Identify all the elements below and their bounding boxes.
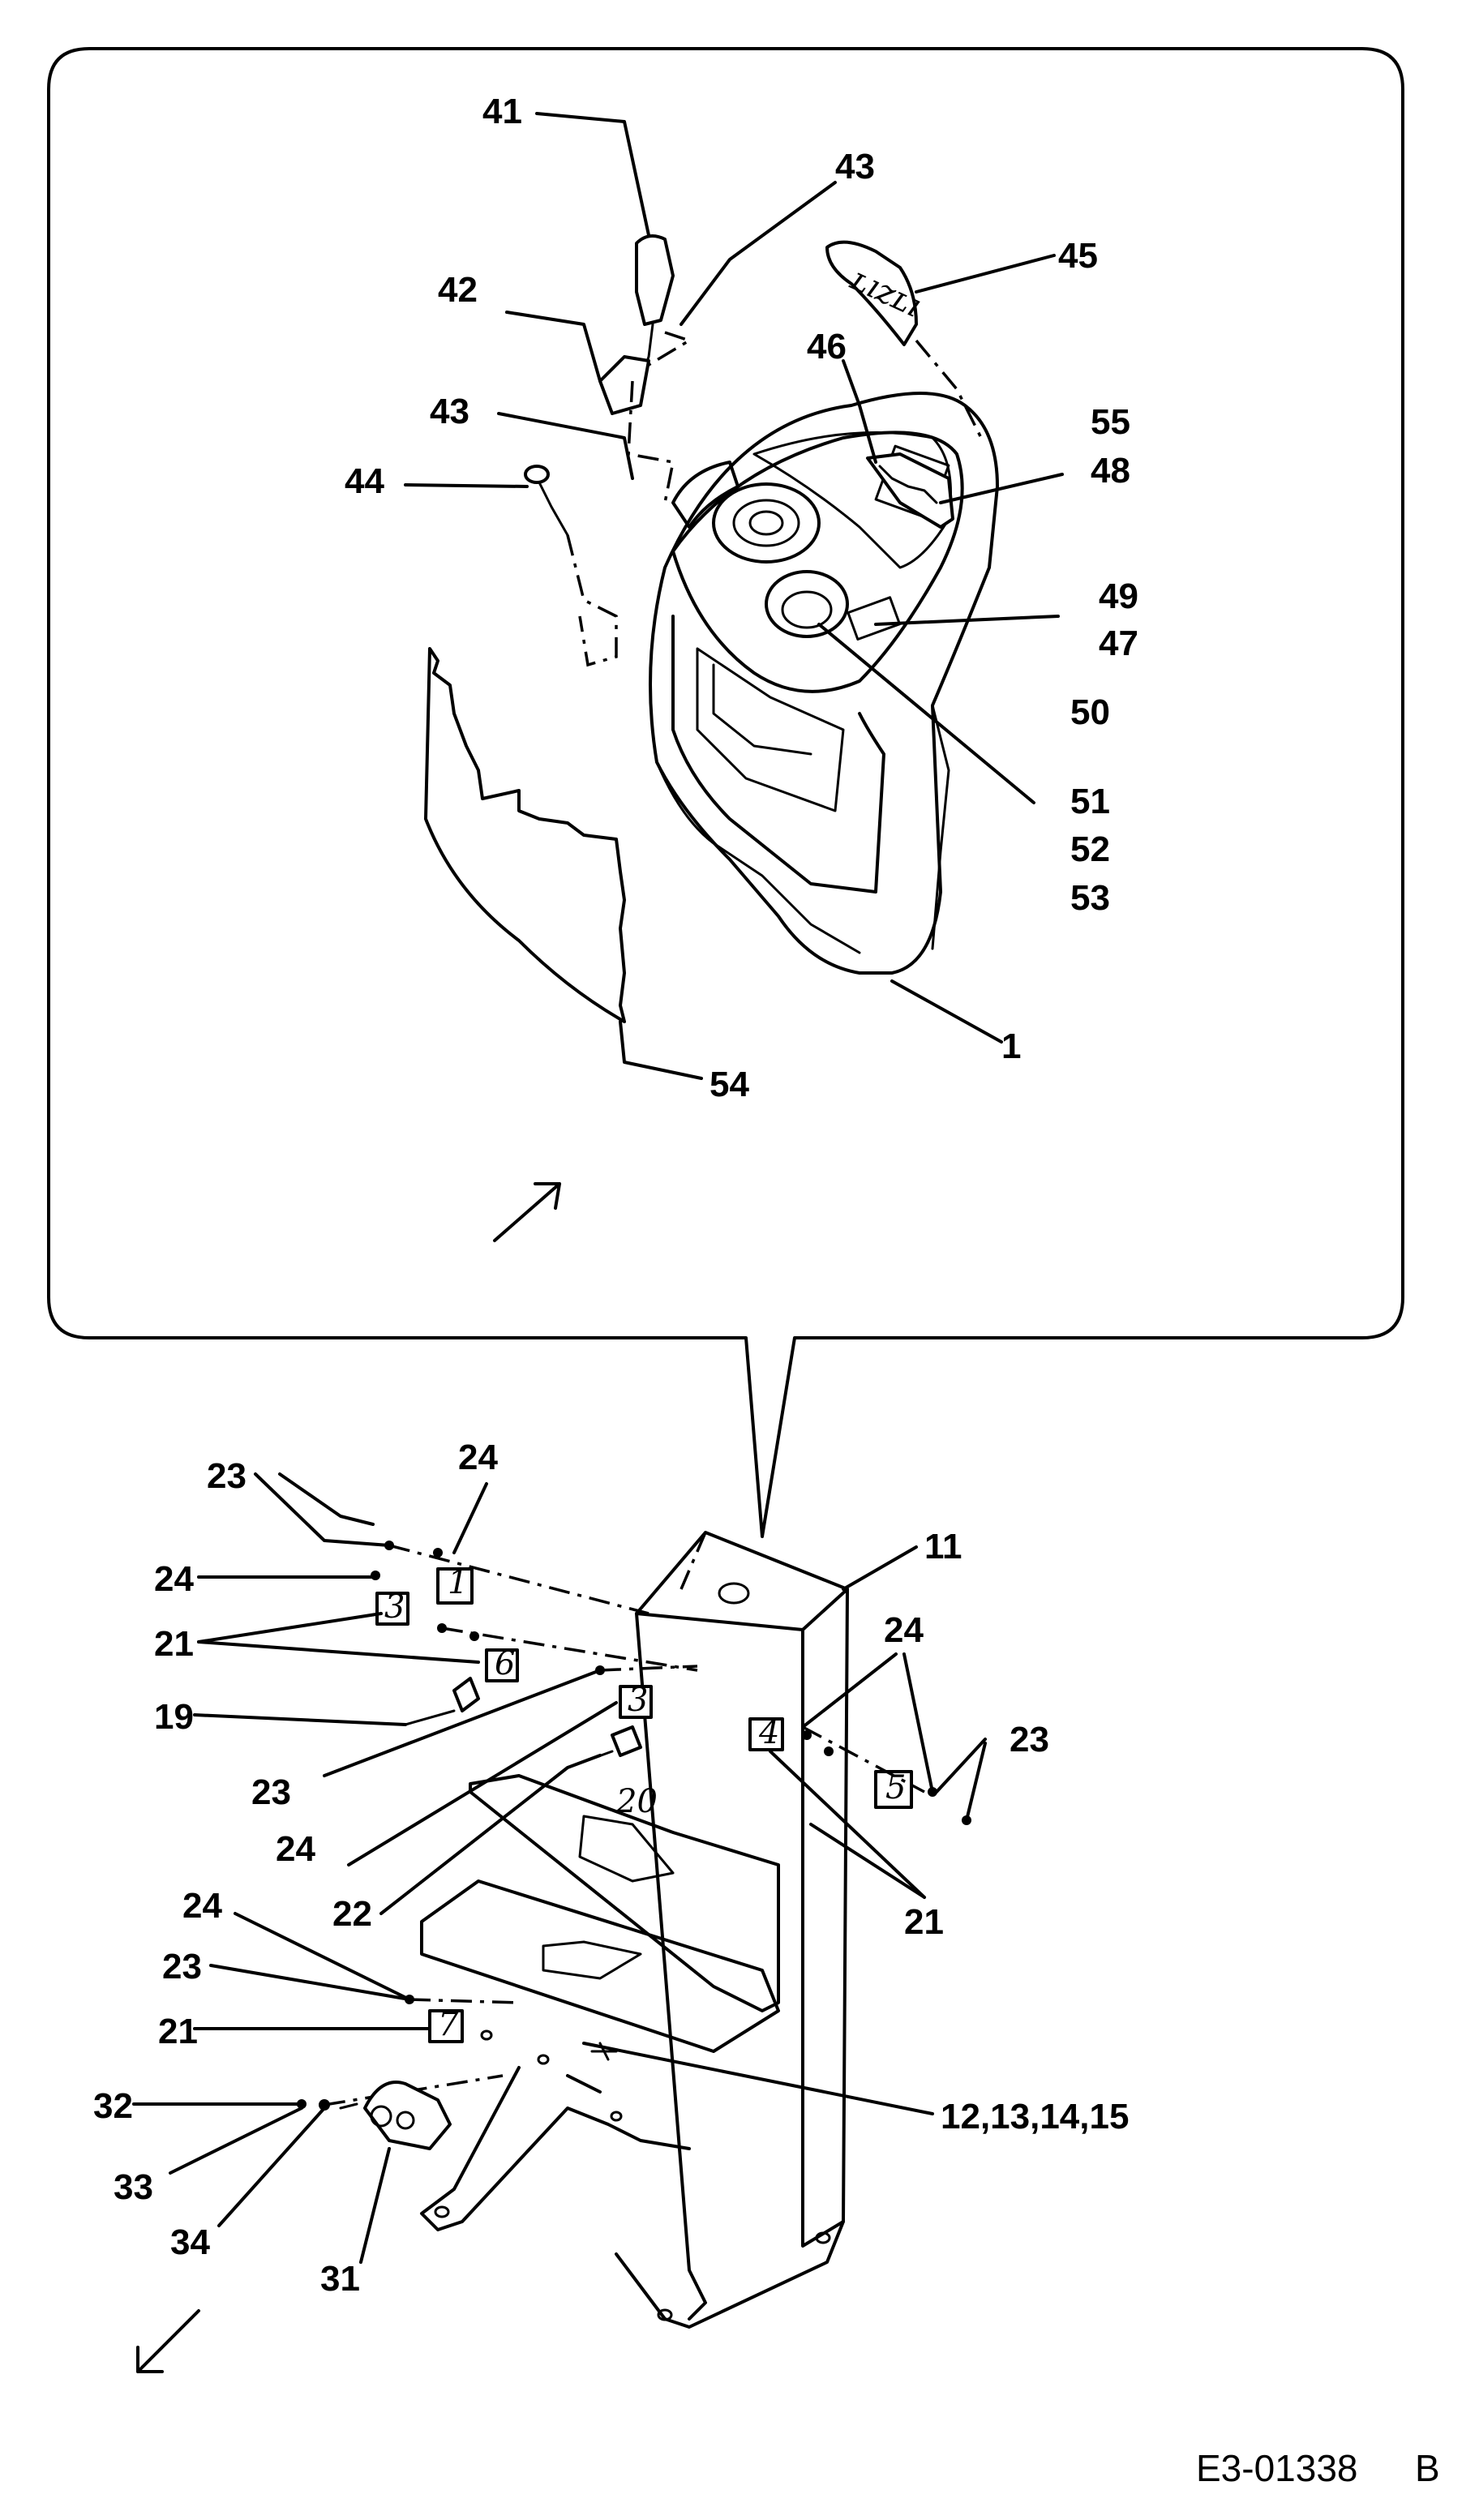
callout-44: 44	[345, 461, 384, 501]
callout-46: 46	[807, 327, 847, 366]
callout-54: 54	[709, 1065, 749, 1104]
revision-letter: B	[1415, 2447, 1440, 2489]
callout-51: 51	[1070, 782, 1110, 821]
callout-1: 1	[1001, 1026, 1021, 1066]
callout-23: 23	[251, 1772, 291, 1812]
callout-49: 49	[1099, 576, 1138, 616]
callout-24: 24	[458, 1438, 498, 1477]
relay-box	[748, 1717, 784, 1751]
callout-23: 23	[1010, 1720, 1049, 1759]
relay-box	[436, 1567, 474, 1605]
callout-31: 31	[320, 2259, 360, 2299]
callout-43: 43	[835, 147, 875, 186]
relay-box	[485, 1648, 519, 1682]
callout-24: 24	[884, 1610, 924, 1650]
callout-48: 48	[1091, 451, 1130, 491]
callout-19: 19	[154, 1697, 194, 1737]
callout-55: 55	[1091, 402, 1130, 442]
callout-43: 43	[430, 392, 469, 431]
drawing-code: E3-01338	[1196, 2447, 1358, 2489]
bracket-42-drawing	[598, 355, 675, 504]
relay-mark: 5	[885, 1769, 906, 1806]
callout-50: 50	[1070, 692, 1110, 732]
relay-box	[428, 2009, 464, 2043]
callout-24: 24	[182, 1886, 222, 1926]
mounting-bracket-drawing	[420, 1531, 849, 2329]
relay-mark: 1	[448, 1564, 468, 1601]
cover-45-drawing: ʟızʟı	[825, 240, 983, 439]
callout-12-13-14-15: 12,13,14,15	[941, 2097, 1129, 2136]
callout-labels: 41 43 45 42 46 43 55 44 48 49 47 50 51 5…	[93, 92, 1138, 2299]
callout-23: 23	[207, 1456, 246, 1496]
relay-mark: 3	[384, 1588, 405, 1626]
upper-leader-lines	[404, 112, 1064, 1242]
callout-45: 45	[1058, 236, 1098, 276]
lower-leader-lines	[132, 1472, 987, 2373]
display-46-48-drawing	[866, 452, 954, 529]
relay-box	[874, 1770, 913, 1809]
relay-box	[619, 1685, 653, 1719]
relay-box	[375, 1592, 409, 1626]
callout-23: 23	[162, 1947, 202, 1986]
callout-42: 42	[438, 270, 478, 310]
callout-21: 21	[158, 2012, 198, 2051]
dashboard-console-drawing	[649, 392, 999, 975]
callout-52: 52	[1070, 829, 1110, 869]
relay-mark: 7	[438, 2006, 459, 2043]
relay-mark: 4	[758, 1714, 779, 1751]
callout-34: 34	[170, 2222, 210, 2262]
callout-21: 21	[154, 1624, 194, 1664]
callout-22: 22	[332, 1894, 372, 1934]
callout-24: 24	[154, 1559, 194, 1599]
callout-24: 24	[276, 1829, 315, 1869]
knob-44-drawing	[524, 465, 618, 667]
relay-mark: 3	[628, 1682, 648, 1719]
callout-20: 20	[615, 1783, 658, 1820]
callout-21: 21	[904, 1902, 944, 1942]
relay-boxes: 3 1 6 3 4 5 7	[375, 1564, 913, 2043]
callout-11: 11	[924, 1527, 962, 1566]
callout-32: 32	[93, 2086, 133, 2126]
detail-callout-frame	[47, 47, 1404, 1538]
callout-47: 47	[1099, 624, 1138, 663]
callout-41: 41	[482, 92, 522, 131]
side-panel-54	[424, 647, 626, 1023]
callout-33: 33	[114, 2167, 153, 2207]
relay-mark: 6	[495, 1645, 515, 1682]
callout-53: 53	[1070, 878, 1110, 918]
